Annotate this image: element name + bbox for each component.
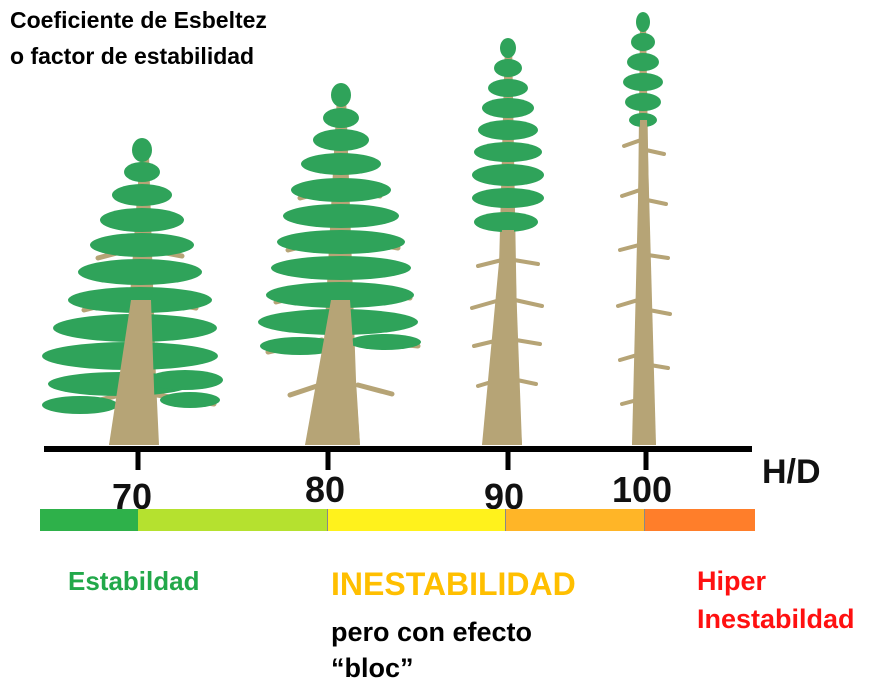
- category-hiper-line-1: Hiper: [697, 566, 767, 596]
- scale-segment-inestabilidad-yellow: [327, 509, 506, 531]
- tree-80-foliage: [258, 83, 421, 355]
- scale-segment-hiper-orange: [644, 509, 755, 531]
- tree-100: [616, 12, 672, 445]
- category-inestabilidad: INESTABILIDAD: [331, 566, 576, 602]
- tree-90-foliage: [472, 38, 544, 232]
- title-line-1: Coeficiente de Esbeltez: [10, 7, 267, 33]
- category-estabilidad: Estabildad: [68, 566, 200, 596]
- category-inestabilidad-note-2: “bloc”: [331, 653, 414, 683]
- axis-label-hd: H/D: [762, 453, 821, 491]
- tree-100-foliage: [623, 12, 663, 127]
- scale-segment-inestabilidad-orange: [505, 509, 645, 531]
- tree-80: [258, 83, 421, 445]
- tree-70: [42, 138, 223, 445]
- title-line-2: o factor de estabilidad: [10, 43, 255, 69]
- scale-segment-estabilidad-dark: [40, 509, 138, 531]
- category-inestabilidad-note-1: pero con efecto: [331, 617, 533, 647]
- tick-label-80: 80: [305, 469, 346, 510]
- tree-70-foliage: [42, 138, 223, 414]
- tick-label-100: 100: [612, 469, 673, 510]
- tree-90: [470, 38, 544, 445]
- scale-segment-estabilidad-light: [138, 509, 327, 531]
- category-hiper-line-2: Inestabildad: [697, 604, 855, 634]
- tree-100-branches: [616, 138, 672, 406]
